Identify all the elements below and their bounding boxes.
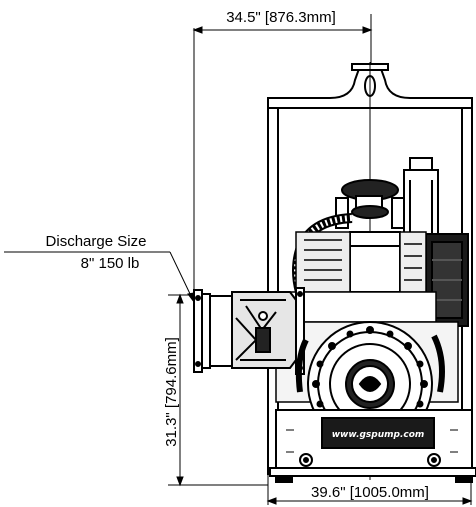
- discharge-assembly: [193, 287, 305, 375]
- brand-text: www.gspump.com: [332, 430, 425, 440]
- bottom-width-dimension: [266, 472, 473, 505]
- engine-top: [335, 179, 405, 293]
- discharge-size-label: Discharge Size: [46, 233, 147, 250]
- discharge-flange-label: 8" 150 lb: [81, 255, 140, 272]
- pump-volute: [307, 321, 433, 447]
- bottom-width-label: 39.6" [1005.0mm]: [311, 484, 429, 501]
- side-hoses: [295, 334, 445, 393]
- height-label: 31.3" [794.6mm]: [163, 337, 180, 447]
- top-width-label: 34.5" [876.3mm]: [226, 9, 336, 26]
- discharge-callout-leader: [4, 251, 195, 304]
- exhaust-stack: [403, 157, 439, 241]
- base-skid: [269, 409, 476, 483]
- height-dimension: [168, 293, 268, 487]
- top-width-dimension: [192, 14, 373, 296]
